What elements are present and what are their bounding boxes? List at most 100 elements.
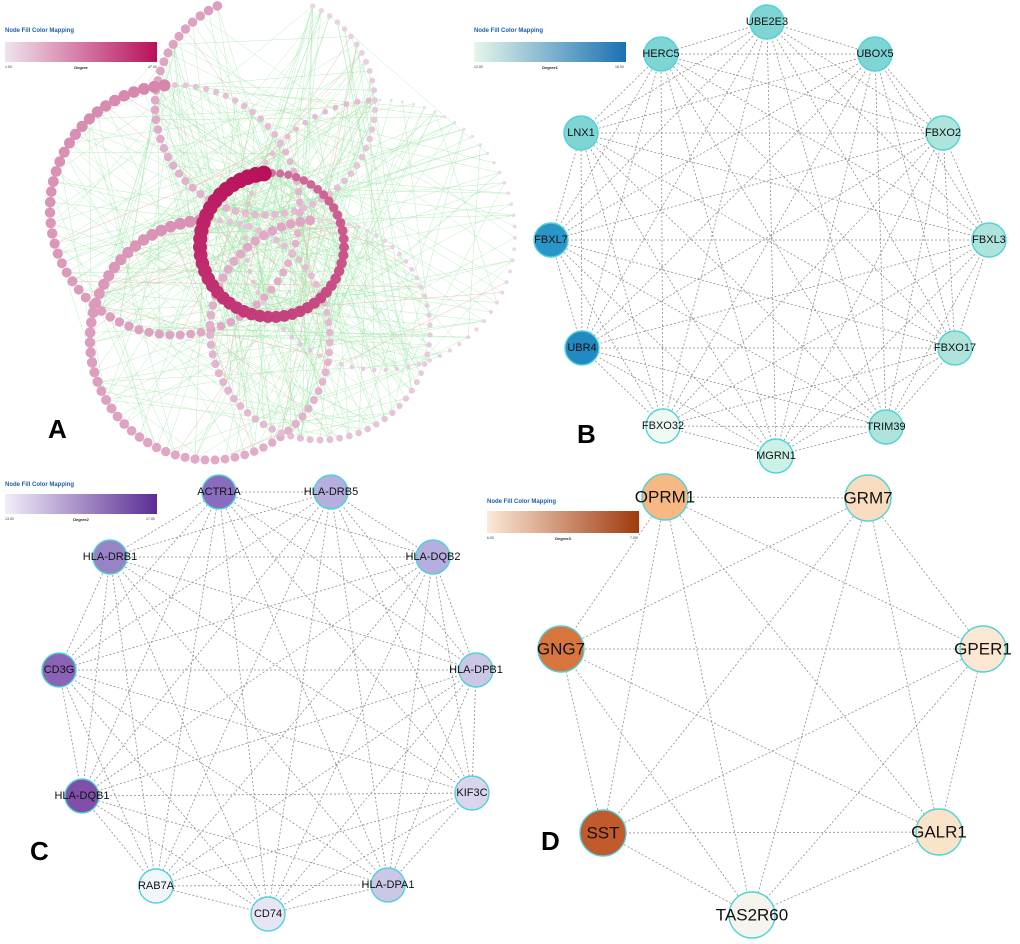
network-node[interactable] bbox=[271, 210, 279, 219]
network-node[interactable] bbox=[188, 183, 197, 192]
network-node[interactable] bbox=[325, 348, 334, 357]
network-node[interactable] bbox=[416, 362, 422, 367]
node-circle[interactable] bbox=[643, 36, 679, 72]
network-node[interactable]: FBXO17 bbox=[934, 330, 976, 366]
network-node[interactable] bbox=[296, 434, 304, 442]
network-node[interactable] bbox=[235, 249, 246, 259]
network-node[interactable] bbox=[427, 358, 432, 363]
network-node[interactable] bbox=[124, 321, 134, 331]
network-node[interactable] bbox=[364, 425, 372, 433]
network-node[interactable] bbox=[512, 224, 517, 229]
network-node[interactable] bbox=[348, 33, 354, 40]
network-node[interactable] bbox=[196, 190, 205, 198]
network-node[interactable] bbox=[281, 242, 288, 250]
network-node[interactable] bbox=[306, 180, 316, 189]
network-node[interactable] bbox=[222, 92, 229, 100]
node-circle[interactable] bbox=[41, 652, 77, 688]
network-node[interactable] bbox=[360, 366, 366, 372]
network-node[interactable] bbox=[208, 301, 218, 310]
network-node[interactable] bbox=[322, 108, 328, 115]
network-node[interactable] bbox=[427, 322, 433, 328]
network-node[interactable] bbox=[236, 220, 243, 227]
network-node[interactable] bbox=[255, 227, 262, 234]
network-node[interactable] bbox=[341, 177, 348, 185]
network-node[interactable] bbox=[324, 196, 334, 206]
network-node[interactable] bbox=[312, 113, 318, 120]
network-node[interactable] bbox=[244, 257, 250, 263]
network-node[interactable] bbox=[307, 272, 315, 280]
network-node[interactable] bbox=[155, 224, 167, 237]
network-node[interactable] bbox=[54, 156, 66, 168]
network-node[interactable] bbox=[226, 218, 234, 225]
network-node[interactable] bbox=[273, 277, 282, 286]
node-circle[interactable] bbox=[868, 409, 904, 445]
network-node[interactable] bbox=[255, 165, 272, 182]
network-node[interactable]: LNX1 bbox=[563, 115, 599, 151]
network-node[interactable] bbox=[76, 120, 88, 132]
network-node[interactable] bbox=[170, 450, 180, 460]
network-node[interactable] bbox=[287, 432, 295, 440]
network-node[interactable] bbox=[394, 366, 400, 372]
network-node[interactable] bbox=[247, 268, 253, 274]
network-node[interactable] bbox=[285, 219, 296, 229]
network-node[interactable] bbox=[151, 442, 162, 453]
node-circle[interactable] bbox=[857, 36, 893, 72]
network-node[interactable] bbox=[86, 317, 97, 328]
network-node[interactable] bbox=[497, 170, 502, 175]
network-node[interactable] bbox=[426, 312, 432, 318]
network-node[interactable] bbox=[390, 244, 395, 250]
network-node[interactable] bbox=[405, 364, 411, 370]
network-node[interactable] bbox=[370, 116, 378, 124]
network-node[interactable] bbox=[134, 432, 145, 442]
network-node[interactable] bbox=[277, 429, 285, 437]
node-circle[interactable] bbox=[92, 539, 128, 575]
node-circle[interactable] bbox=[458, 652, 494, 688]
network-node[interactable] bbox=[114, 317, 125, 327]
network-node[interactable] bbox=[302, 119, 309, 126]
network-node[interactable] bbox=[318, 377, 327, 386]
network-node[interactable]: UBOX5 bbox=[856, 36, 894, 72]
network-node[interactable] bbox=[337, 225, 348, 236]
network-node[interactable] bbox=[150, 95, 160, 105]
network-node[interactable] bbox=[510, 258, 515, 263]
network-node[interactable] bbox=[304, 404, 313, 413]
network-node[interactable] bbox=[144, 327, 154, 337]
network-node[interactable] bbox=[240, 102, 248, 110]
network-node[interactable] bbox=[268, 425, 276, 433]
network-node[interactable] bbox=[182, 82, 189, 89]
network-node[interactable] bbox=[509, 202, 514, 206]
network-node[interactable] bbox=[115, 254, 127, 266]
network-node[interactable] bbox=[49, 238, 60, 249]
network-node[interactable] bbox=[109, 94, 121, 107]
network-node[interactable] bbox=[138, 83, 150, 95]
network-node[interactable] bbox=[267, 226, 278, 236]
network-node[interactable] bbox=[284, 259, 293, 268]
network-node[interactable] bbox=[418, 284, 424, 290]
network-node[interactable] bbox=[214, 369, 223, 378]
network-node[interactable]: FBXO32 bbox=[642, 408, 684, 444]
node-circle[interactable] bbox=[758, 438, 794, 474]
network-node[interactable] bbox=[276, 141, 283, 148]
node-circle[interactable] bbox=[844, 474, 892, 522]
network-node[interactable] bbox=[286, 158, 294, 166]
network-node[interactable] bbox=[187, 17, 198, 27]
network-node[interactable] bbox=[362, 144, 370, 152]
node-circle[interactable] bbox=[728, 891, 776, 939]
network-node[interactable] bbox=[219, 378, 228, 387]
network-node[interactable] bbox=[466, 335, 471, 340]
network-node[interactable] bbox=[418, 370, 424, 377]
network-node[interactable] bbox=[447, 348, 452, 353]
network-node[interactable] bbox=[218, 273, 228, 283]
network-node[interactable] bbox=[118, 90, 130, 102]
network-node[interactable] bbox=[462, 127, 466, 131]
network-node[interactable] bbox=[316, 436, 324, 444]
network-node[interactable] bbox=[44, 207, 56, 218]
network-node[interactable] bbox=[409, 266, 415, 272]
network-node[interactable] bbox=[105, 312, 115, 322]
network-node[interactable] bbox=[267, 285, 276, 294]
node-circle[interactable] bbox=[201, 474, 237, 510]
network-node[interactable] bbox=[338, 233, 349, 244]
network-node[interactable] bbox=[335, 218, 346, 228]
network-node[interactable] bbox=[426, 342, 432, 348]
network-node[interactable] bbox=[506, 191, 511, 196]
